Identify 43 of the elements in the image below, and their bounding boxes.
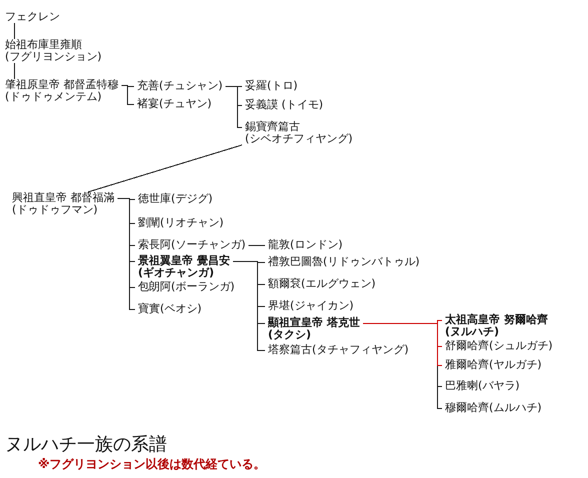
person-name: 穆爾哈齊(ムルハチ) (445, 402, 542, 414)
name-reading: (フグリヨンション) (5, 51, 102, 63)
lineage-line (232, 261, 266, 351)
person-name: 寶實(ベオシ) (138, 303, 202, 315)
footnote: ※フグリヨンション以後は数代経ている。 (38, 457, 266, 471)
lineage-line (14, 22, 15, 40)
person-name: 始祖布庫里雍順 (5, 39, 82, 51)
name-reading: (ヌルハチ) (445, 326, 500, 338)
lineage-line (88, 144, 242, 192)
person-name: 充善(チュシャン) (137, 80, 223, 92)
person-name: 額爾袞(エルグウェン) (268, 278, 376, 290)
person-name: 塔察篇古(タチャフィヤング) (268, 344, 409, 356)
person-name: 褚宴(チュヤン) (137, 98, 212, 110)
person-name: 妥羅(トロ) (245, 80, 298, 92)
person-name: 雅爾哈齊(ヤルガチ) (445, 359, 542, 371)
person-name: 索長阿(ソーチャンガ) (138, 239, 246, 251)
person-name: 景祖翼皇帝 覺昌安 (138, 255, 230, 267)
person-name: 禮敦巴圖魯(リドゥンバトゥル) (268, 256, 420, 268)
name-reading: (シベオチフィヤング) (245, 133, 353, 145)
person-name: 舒爾哈齊(シュルガチ) (445, 340, 553, 352)
person-name: 太祖高皇帝 努爾哈齊 (445, 314, 548, 326)
person-name: 妥義謨 (トイモ) (245, 99, 324, 111)
name-reading: (タクシ) (268, 329, 312, 341)
lineage-line (14, 62, 15, 80)
person-name: フェクレン (5, 11, 60, 23)
diagram-title: ヌルハチ一族の系譜 (5, 435, 167, 455)
name-reading: (ギオチャンガ) (138, 267, 214, 279)
person-name: 徳世庫(デジグ) (138, 193, 213, 205)
person-name: 界堪(ジャイカン) (268, 300, 354, 312)
person-name: 巴雅喇(バヤラ) (445, 380, 520, 392)
name-reading: (ドゥドゥメンテム) (5, 91, 102, 103)
person-name: 包朗阿(ボーランガ) (138, 281, 235, 293)
person-name: 錫寶齊篇古 (245, 121, 300, 133)
person-name: 劉闡(リオチャン) (138, 217, 224, 229)
lineage-line (248, 245, 266, 246)
lineage-line (362, 323, 442, 366)
person-name: 顯祖宣皇帝 塔克世 (268, 317, 360, 329)
person-name: 龍敦(ロンドン) (268, 239, 343, 251)
person-name: 興祖直皇帝 都督福滿 (12, 192, 114, 204)
person-name: 肇祖原皇帝 都督孟特穆 (5, 79, 118, 91)
lineage-line (225, 86, 242, 128)
lineage-line (121, 85, 134, 105)
name-reading: (ドゥドゥフマン) (12, 204, 98, 216)
